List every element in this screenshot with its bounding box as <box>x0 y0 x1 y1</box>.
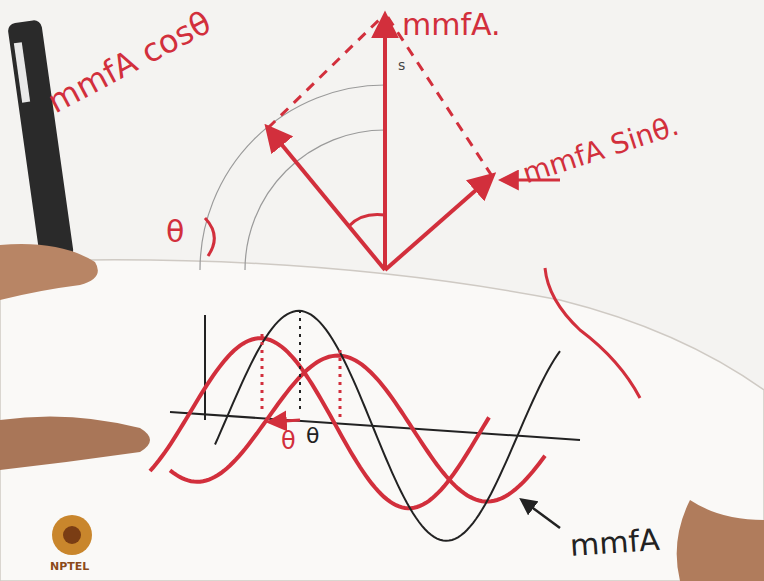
peak-marker <box>339 350 342 418</box>
angle-label: θ <box>306 424 319 448</box>
logo-mark <box>52 515 92 555</box>
sine-wave <box>170 356 545 502</box>
wave-label: mmfA <box>569 523 661 562</box>
logo-text: NPTEL <box>50 561 89 573</box>
peak-marker <box>299 310 301 414</box>
lower-sheet <box>0 260 764 581</box>
pointer-curve <box>545 268 640 398</box>
logo-mark <box>63 526 81 544</box>
hand <box>0 416 150 470</box>
mmf-vector <box>383 16 387 270</box>
shift-arrow <box>270 420 300 422</box>
pointer-arrow <box>522 500 560 528</box>
sine-wave <box>215 311 560 541</box>
angle-label: θ <box>281 428 296 454</box>
circle-arc <box>245 130 385 270</box>
hand <box>677 500 764 581</box>
sin-component <box>385 176 492 270</box>
cos-component <box>268 128 385 270</box>
peak-marker <box>261 334 264 414</box>
vector-label: mmfA. <box>402 8 501 41</box>
circle-arc <box>200 85 385 270</box>
hand <box>0 244 98 300</box>
projection-line <box>268 16 383 128</box>
y-axis <box>204 315 206 420</box>
angle-label: θ <box>166 215 184 248</box>
angle-stroke <box>205 218 214 256</box>
marker-pen <box>7 19 74 261</box>
small-mark: s <box>398 58 405 73</box>
angle-arc <box>349 214 385 226</box>
